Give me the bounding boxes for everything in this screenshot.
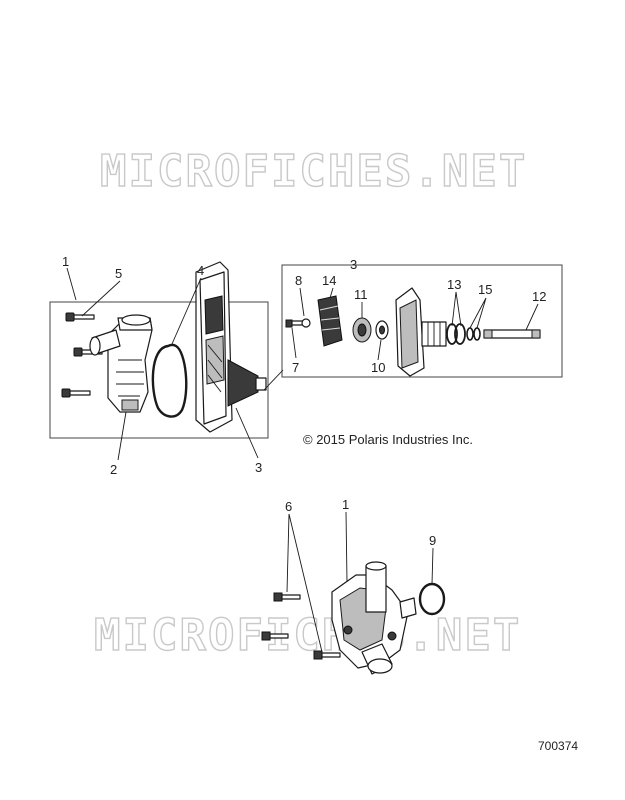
- callout-10: 10: [371, 360, 385, 375]
- screw-icon: [285, 319, 305, 328]
- left-assembly-box: [49, 301, 269, 439]
- callout-3-kit: 3: [350, 257, 357, 272]
- callout-5: 5: [115, 266, 122, 281]
- callout-7: 7: [292, 360, 299, 375]
- callout-13: 13: [447, 277, 461, 292]
- callout-1: 1: [62, 254, 69, 269]
- copyright-text: © 2015 Polaris Industries Inc.: [303, 432, 473, 447]
- callout-1-bottom: 1: [342, 497, 349, 512]
- ring-small-icon: [466, 327, 481, 341]
- callout-6: 6: [285, 499, 292, 514]
- watermark-bottom: MICROFICHES.NET: [94, 610, 521, 661]
- washer-icon: [301, 318, 311, 328]
- callout-11: 11: [354, 287, 368, 302]
- callout-15: 15: [478, 282, 492, 297]
- pump-housing-icon: [195, 261, 267, 433]
- callout-8: 8: [295, 273, 302, 288]
- pump-assembly-icon: [331, 561, 417, 675]
- seal-icon: [375, 320, 389, 340]
- bolt-icon: [61, 388, 91, 398]
- bolt-icon: [261, 631, 289, 641]
- bolt-icon: [273, 592, 301, 602]
- callout-14: 14: [322, 273, 336, 288]
- callout-3: 3: [255, 460, 262, 475]
- pump-cover-icon: [89, 314, 153, 413]
- o-ring-icon: [151, 343, 188, 418]
- callout-2: 2: [110, 462, 117, 477]
- document-number: 700374: [538, 739, 578, 753]
- bolt-icon: [313, 650, 341, 660]
- watermark-top: MICROFICHES.NET: [100, 146, 527, 197]
- leader-lines: [66, 267, 539, 653]
- callout-4: 4: [197, 263, 204, 278]
- shaft-icon: [483, 329, 541, 339]
- seal-icon: [352, 317, 372, 343]
- right-kit-box: [281, 264, 563, 378]
- pump-body-icon: [395, 287, 447, 377]
- callout-12: 12: [532, 289, 546, 304]
- callout-9: 9: [429, 533, 436, 548]
- bolt-icon: [65, 312, 95, 322]
- o-ring-small-icon: [446, 323, 466, 345]
- impeller-icon: [317, 295, 343, 347]
